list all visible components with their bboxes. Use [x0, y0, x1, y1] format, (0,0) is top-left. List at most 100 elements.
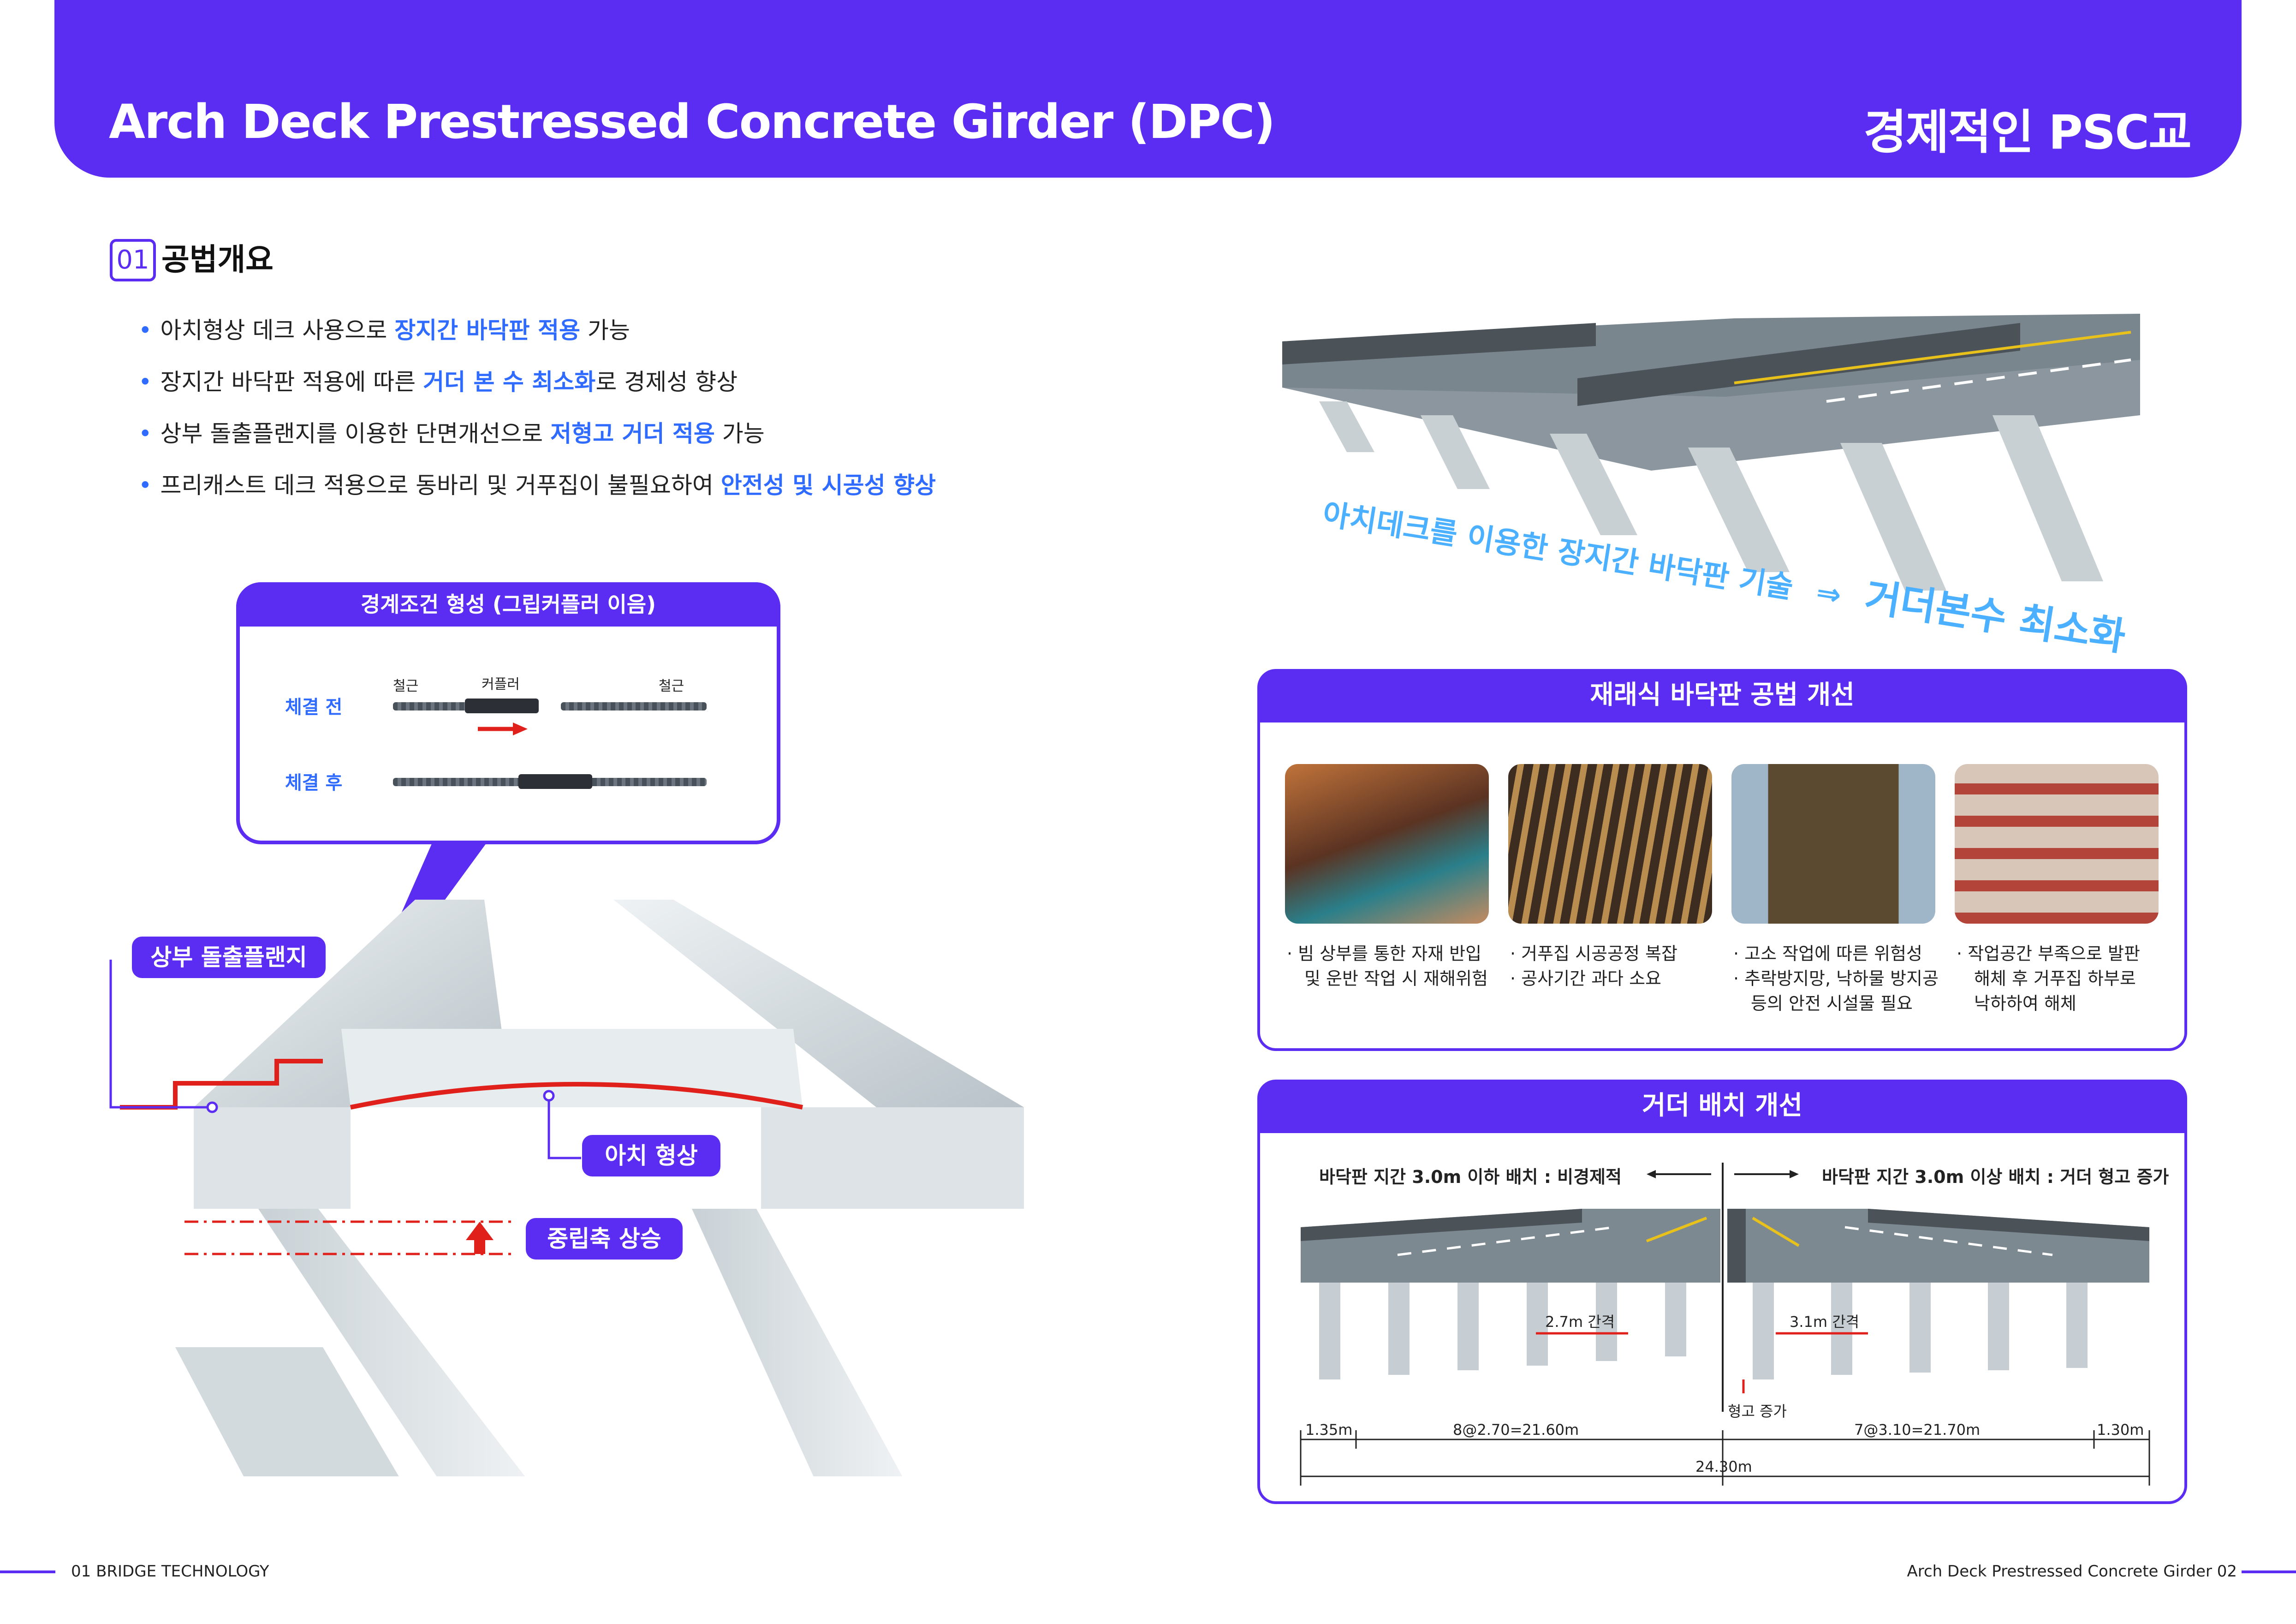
- left-layout-note: 바닥판 지간 3.0m 이하 배치 : 비경제적: [1319, 1167, 1622, 1187]
- coupler-label: 커플러: [482, 676, 520, 693]
- up-arrow-icon: [466, 1222, 494, 1254]
- height-increase-label: 형고 증가: [1728, 1403, 1787, 1420]
- leader-dot: [206, 1101, 218, 1113]
- lane-line: [1752, 1217, 1800, 1247]
- rebar-label: 철근: [659, 678, 684, 694]
- caption-line: · 거푸집 시공공정 복잡: [1510, 943, 1677, 964]
- caption-line: · 추락방지망, 낙하물 방지공: [1733, 968, 1939, 989]
- site-photo: [1731, 764, 1935, 924]
- leader-dot: [543, 1090, 555, 1102]
- right-arrow-icon: [478, 722, 528, 735]
- arrow-icon: ⇒: [1814, 575, 1844, 613]
- girder-layout-diagram: [1300, 1163, 2150, 1486]
- girders-right: [1753, 1283, 2088, 1379]
- caption-line: · 고소 작업에 따른 위험성: [1733, 943, 1923, 964]
- right-girder-flange: [761, 1107, 1024, 1209]
- caption-line: · 빔 상부를 통한 자재 반입: [1287, 943, 1482, 964]
- bridge-deck-illustration: [1282, 314, 2140, 591]
- bullet-text: 상부 돌출플랜지를 이용한 단면개선으로: [160, 420, 551, 447]
- footer-right: Arch Deck Prestressed Concrete Girder 02: [1907, 1562, 2237, 1581]
- dim-label: 8@2.70=21.60m: [1453, 1421, 1579, 1439]
- dim-label: 1.35m: [1305, 1421, 1353, 1439]
- bullet-highlight: 저형고 거더 적용: [550, 420, 715, 447]
- spacing-label: 3.1m 간격: [1790, 1313, 1860, 1331]
- girders-left: [1319, 1283, 1686, 1379]
- barrier-left: [1301, 1209, 1582, 1241]
- caption-text: 등의 안전 시설물 필요: [1751, 993, 1913, 1014]
- footer-rule: [2242, 1570, 2296, 1573]
- bullet-text: 가능: [714, 420, 765, 447]
- barrier-median: [1577, 323, 2020, 406]
- bullet-highlight: 안전성 및 시공성 향상: [720, 472, 936, 499]
- caption-text: 해체 후 거푸집 하부로: [1974, 968, 2136, 989]
- girder-illustration: [109, 840, 1024, 1476]
- bullet-dot-icon: •: [138, 369, 152, 395]
- photo-caption: · 고소 작업에 따른 위험성 · 추락방지망, 낙하물 방지공 등의 안전 시…: [1733, 941, 1945, 1016]
- footer-left: 01 BRIDGE TECHNOLOGY: [71, 1562, 269, 1581]
- callout-header: [236, 582, 780, 627]
- photo-caption: · 작업공간 부족으로 발판 해체 후 거푸집 하부로 낙하하여 해체: [1957, 941, 2169, 1016]
- caption-text: 공사기간 과다 소요: [1521, 968, 1662, 989]
- girders: [1319, 401, 2103, 591]
- bullet-dot-icon: •: [138, 472, 152, 499]
- rebar-before-right: [561, 702, 707, 710]
- section-number: 01: [110, 239, 156, 281]
- caption-text: 낙하하여 해체: [1974, 993, 2076, 1014]
- caption-text: 및 운반 작업 시 재해위험: [1304, 968, 1488, 989]
- caption-line: · 작업공간 부족으로 발판: [1957, 943, 2140, 964]
- photo-caption: · 거푸집 시공공정 복잡 · 공사기간 과다 소요: [1510, 941, 1713, 991]
- bullet-dot-icon: •: [138, 317, 152, 344]
- photo-caption: · 빔 상부를 통한 자재 반입 및 운반 작업 시 재해위험: [1287, 941, 1490, 991]
- rebar-label: 철근: [393, 678, 419, 694]
- caption-text: 빔 상부를 통한 자재 반입: [1298, 943, 1482, 964]
- bullet-dot-icon: •: [138, 420, 152, 447]
- site-photo: [1285, 764, 1489, 924]
- list-item: •장지간 바닥판 적용에 따른 거더 본 수 최소화로 경제성 향상: [138, 356, 1199, 408]
- panel-header: 재래식 바닥판 공법 개선: [1257, 669, 2187, 722]
- lane-line: [1397, 1226, 1615, 1256]
- lane-line: [1844, 1226, 2053, 1256]
- section-title: 공법개요: [161, 242, 274, 277]
- list-item: • 상부 돌출플랜지를 이용한 단면개선으로 저형고 거더 적용 가능: [138, 408, 1199, 460]
- overview-list: •아치형상 데크 사용으로 장지간 바닥판 적용 가능 • 장지간 바닥판 적용에…: [138, 304, 1199, 511]
- lane-line: [1646, 1217, 1707, 1242]
- coupler-before: [465, 699, 539, 713]
- barrier-median: [1727, 1209, 1746, 1283]
- tag-top-flange: 상부 돌출플랜지: [132, 937, 326, 978]
- tag-neutral-axis: 중립축 상승: [526, 1218, 683, 1260]
- list-item: • 프리캐스트 데크 적용으로 동바리 및 거푸집이 불필요하여 안전성 및 시공…: [138, 460, 1199, 511]
- dim-label: 1.30m: [2097, 1421, 2144, 1439]
- right-girder-web: [692, 1209, 903, 1476]
- panel-header: 거더 배치 개선: [1257, 1080, 2187, 1132]
- left-girder-flange: [194, 1107, 351, 1209]
- header-banner: [54, 0, 2242, 178]
- list-item: •아치형상 데크 사용으로 장지간 바닥판 적용 가능: [138, 304, 1199, 356]
- bullet-highlight: 장지간 바닥판 적용: [394, 317, 581, 344]
- page-title: Arch Deck Prestressed Concrete Girder (D…: [109, 95, 1275, 149]
- after-label: 체결 후: [285, 772, 343, 794]
- bullet-text: 가능: [580, 317, 630, 344]
- dim-label: 7@3.10=21.70m: [1854, 1421, 1981, 1439]
- total-dim-label: 24.30m: [1695, 1458, 1752, 1475]
- spacing-label: 2.7m 간격: [1545, 1313, 1615, 1331]
- page-subtitle: 경제적인 PSC교: [1863, 105, 2192, 160]
- bullet-text: 프리캐스트 데크 적용으로 동바리 및 거푸집이 불필요하여: [160, 472, 721, 499]
- tag-arch: 아치 형상: [582, 1135, 720, 1176]
- bullet-text: 장지간 바닥판 적용에 따른: [160, 369, 423, 395]
- before-label: 체결 전: [285, 697, 343, 718]
- leader-line: [547, 1096, 581, 1159]
- right-girder-top: [613, 900, 1024, 1107]
- site-photo: [1955, 764, 2159, 924]
- left-girder-bottom: [175, 1347, 399, 1476]
- arrow-left-icon: [1647, 1170, 1656, 1178]
- lane-line: [1734, 331, 2131, 384]
- site-photo: [1508, 764, 1712, 924]
- arrow-right-icon: [1790, 1170, 1799, 1178]
- right-layout-note: 바닥판 지간 3.0m 이상 배치 : 거더 형고 증가: [1822, 1167, 2169, 1187]
- caption-text: 고소 작업에 따른 위험성: [1744, 943, 1923, 964]
- arch-line: [350, 1082, 803, 1110]
- callout-title: 경계조건 형성 (그립커플러 이음): [360, 592, 656, 617]
- caption-line: · 공사기간 과다 소요: [1510, 968, 1662, 989]
- bullet-text: 로 경제성 향상: [595, 369, 738, 395]
- caption-text: 작업공간 부족으로 발판: [1968, 943, 2140, 964]
